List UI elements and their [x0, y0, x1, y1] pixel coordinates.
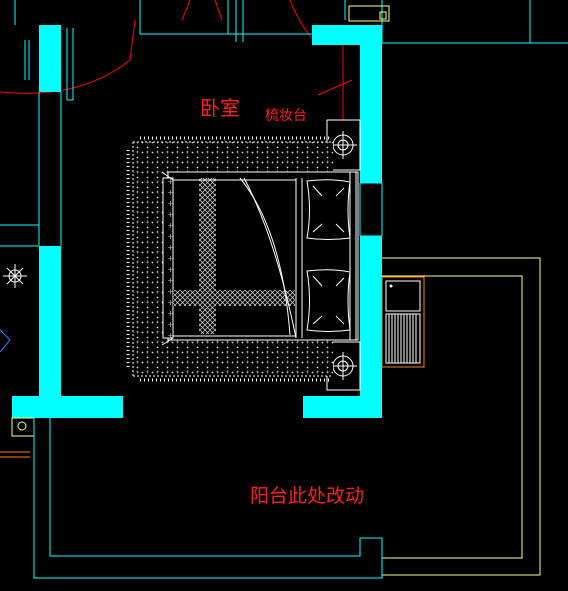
- bedroom-label: 卧室: [200, 96, 240, 120]
- ceiling-light-icon: [3, 264, 27, 288]
- top-fixture: [348, 5, 390, 22]
- balcony-grille: [381, 276, 425, 368]
- top-fixture-inner: [379, 11, 387, 20]
- dresser-label: 梳妆台: [265, 108, 307, 124]
- left-wall: [0, 25, 123, 418]
- balcony-change-note: 阳台此处改动: [250, 485, 365, 507]
- dresser: [317, 45, 353, 120]
- bottom-left-fixture: [0, 417, 35, 458]
- top-outlines: [14, 0, 568, 44]
- balcony-outline: [33, 257, 541, 579]
- pillow-bottom: [306, 269, 351, 332]
- pillow-top: [306, 179, 351, 240]
- left-edge-detail: [0, 329, 11, 353]
- right-wall: [303, 25, 383, 418]
